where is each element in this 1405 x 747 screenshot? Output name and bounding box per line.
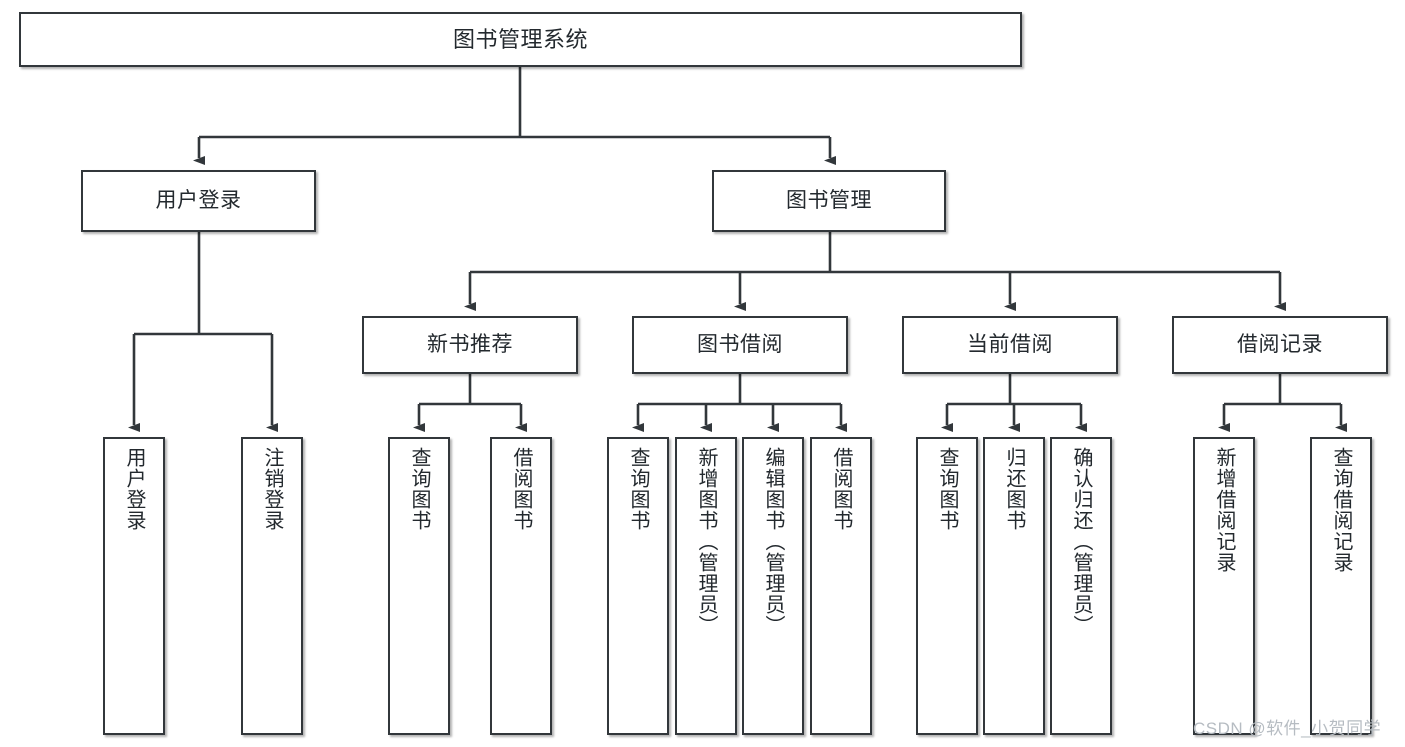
leaf-node-label: 借阅图书 bbox=[830, 447, 852, 531]
leaf-node[interactable]: 编辑图书（管理员） bbox=[742, 437, 804, 735]
leaf-node-label: 查询借阅记录 bbox=[1330, 447, 1352, 573]
leaf-node[interactable]: 确认归还（管理员） bbox=[1050, 437, 1112, 735]
leaf-node[interactable]: 新增图书（管理员） bbox=[675, 437, 737, 735]
leaf-node-label: 注销登录 bbox=[261, 447, 283, 531]
leaf-node[interactable]: 归还图书 bbox=[983, 437, 1045, 735]
leaf-node[interactable]: 注销登录 bbox=[241, 437, 303, 735]
leaf-node-label: 借阅图书 bbox=[510, 447, 532, 531]
node-root-label: 图书管理系统 bbox=[452, 26, 588, 52]
leaf-node-label: 查询图书 bbox=[627, 447, 649, 531]
leaf-node-label: 查询图书 bbox=[408, 447, 430, 531]
leaf-node-label: 归还图书 bbox=[1003, 447, 1025, 531]
leaf-node[interactable]: 借阅图书 bbox=[810, 437, 872, 735]
leaf-node[interactable]: 查询图书 bbox=[916, 437, 978, 735]
csdn-watermark: CSDN @软件_小贺同学 bbox=[1193, 719, 1382, 738]
leaf-node-label: 查询图书 bbox=[936, 447, 958, 531]
leaf-node[interactable]: 借阅图书 bbox=[490, 437, 552, 735]
node-borrow-records-label: 借阅记录 bbox=[1237, 332, 1323, 356]
leaf-node[interactable]: 新增借阅记录 bbox=[1193, 437, 1255, 735]
node-current-borrow[interactable]: 当前借阅 bbox=[902, 316, 1118, 374]
node-book-borrow[interactable]: 图书借阅 bbox=[632, 316, 848, 374]
node-current-borrow-label: 当前借阅 bbox=[967, 332, 1053, 356]
node-borrow-records[interactable]: 借阅记录 bbox=[1172, 316, 1388, 374]
leaf-node-label: 确认归还（管理员） bbox=[1070, 447, 1092, 636]
node-book-management[interactable]: 图书管理 bbox=[712, 170, 946, 232]
node-book-management-label: 图书管理 bbox=[786, 188, 872, 212]
node-new-book-recommend[interactable]: 新书推荐 bbox=[362, 316, 578, 374]
leaf-node-label: 新增图书（管理员） bbox=[695, 447, 717, 636]
leaf-node[interactable]: 查询图书 bbox=[388, 437, 450, 735]
leaf-node-label: 新增借阅记录 bbox=[1213, 447, 1235, 573]
leaf-node-label: 用户登录 bbox=[123, 447, 145, 531]
leaf-node[interactable]: 查询图书 bbox=[607, 437, 669, 735]
node-new-book-recommend-label: 新书推荐 bbox=[427, 332, 513, 356]
node-root[interactable]: 图书管理系统 bbox=[19, 12, 1022, 67]
leaf-node[interactable]: 用户登录 bbox=[103, 437, 165, 735]
node-user-login[interactable]: 用户登录 bbox=[81, 170, 316, 232]
leaf-node[interactable]: 查询借阅记录 bbox=[1310, 437, 1372, 735]
leaf-node-label: 编辑图书（管理员） bbox=[762, 447, 784, 636]
node-user-login-label: 用户登录 bbox=[155, 188, 242, 212]
node-book-borrow-label: 图书借阅 bbox=[697, 332, 783, 356]
